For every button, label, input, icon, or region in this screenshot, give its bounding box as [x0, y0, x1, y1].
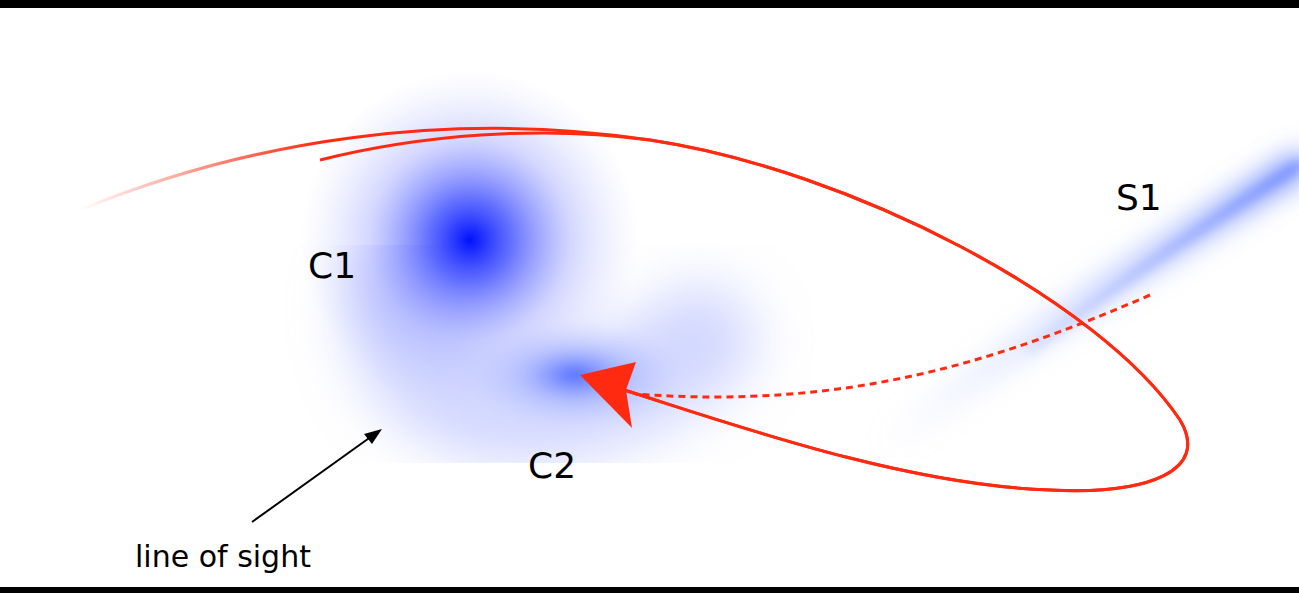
annotation-label: line of sight	[135, 540, 311, 573]
cloud-label: C1	[308, 246, 356, 286]
stream-label: S1	[1116, 178, 1162, 218]
cloud-label: C2	[528, 446, 576, 486]
